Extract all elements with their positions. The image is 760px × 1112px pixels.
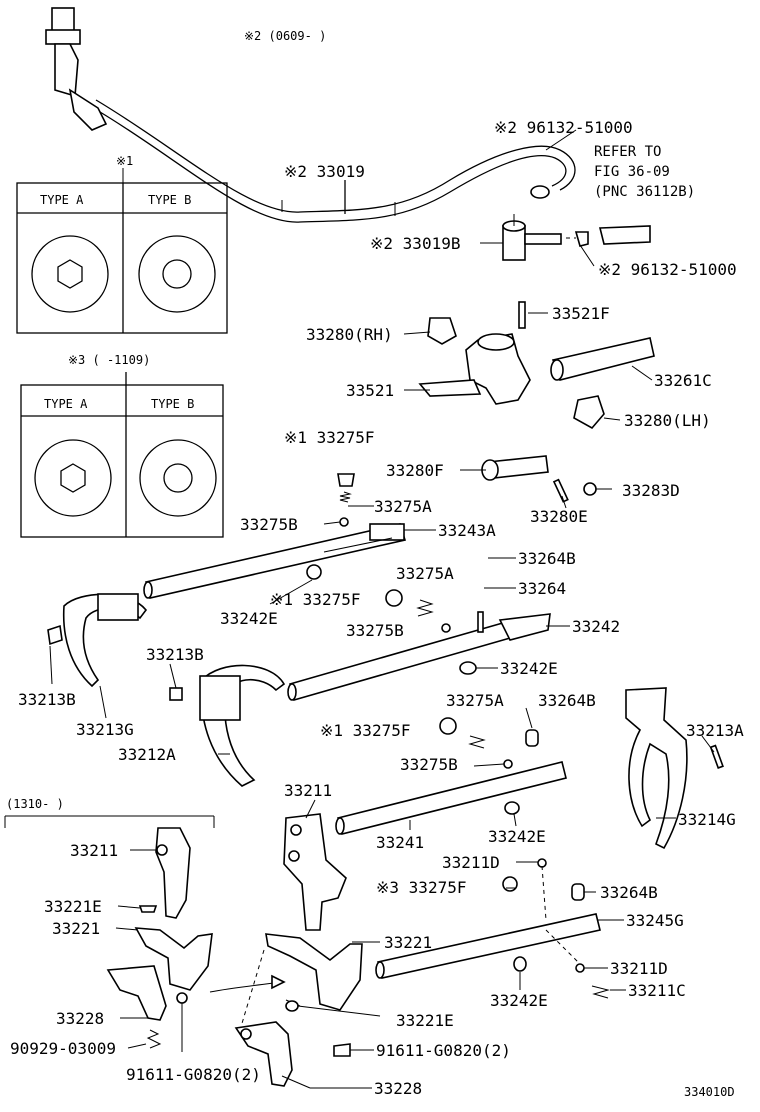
label-33521: 33521 [346,381,394,400]
valve-33019b [480,214,651,261]
label-33275f-1: ※1 33275F [284,428,374,447]
label-33213b-1: 33213B [146,645,204,664]
label-33019b: ※2 33019B [370,234,460,253]
refer-line-3: (PNC 36112B) [594,184,695,200]
refer-note: REFER TO FIG 36-09 (PNC 36112B) [594,144,695,200]
label-33521f: 33521F [552,304,610,323]
label-33221-center: 33221 [384,933,432,952]
table2-type-a: TYPE A [44,397,88,411]
label-33275b-3: 33275B [400,755,458,774]
label-91611-right: 91611-G0820(2) [376,1041,511,1060]
label-33213g: 33213G [76,720,134,739]
label-33275f-2: ※1 33275F [270,590,360,609]
label-33275f-3: ※1 33275F [320,721,410,740]
ball-spring-3 [439,717,539,769]
lever-33228 [234,1000,351,1087]
leader-lines [49,129,715,1089]
detent-parts [481,455,612,503]
shaft-33241 [335,761,567,835]
shift-housing-33521 [418,301,655,430]
label-33242e-3: 33242E [488,827,546,846]
label-33280-lh: 33280(LH) [624,411,711,430]
note-mark-1: ※1 [116,154,133,168]
ball-spring-1 [337,473,355,527]
label-33242e-1: 33242E [220,609,278,628]
label-33245g: 33245G [626,911,684,930]
label-96132-top: ※2 96132-51000 [494,118,633,137]
label-33213a: 33213A [686,721,744,740]
ball-spring-2 [306,564,477,675]
type-table-2 [20,372,224,538]
label-33264: 33264 [518,579,566,598]
label-91611-left: 91611-G0820(2) [126,1065,261,1084]
type-table-labels: TYPE A TYPE B TYPE A TYPE B [40,193,194,411]
label-90929-03009: 90929-03009 [10,1039,116,1058]
table2-type-b: TYPE B [151,397,194,411]
shaft-33245g [375,858,610,999]
label-33264b-1: 33264B [518,549,576,568]
inset-1310 [4,815,286,1052]
label-33283d: 33283D [622,481,680,500]
label-33214g: 33214G [678,810,736,829]
label-33275f-4: ※3 33275F [376,878,466,897]
label-33221e-1: 33221E [44,897,102,916]
label-33242e-4: 33242E [490,991,548,1010]
diagram-code: 334010D [684,1085,735,1099]
label-33242e-2: 33242E [500,659,558,678]
refer-line-2: FIG 36-09 [594,164,670,180]
note-date-1310: (1310- ) [6,797,64,811]
label-33280-rh: 33280(RH) [306,325,393,344]
label-96132-bottom: ※2 96132-51000 [598,260,737,279]
label-33221-inset: 33221 [52,919,100,938]
type-table-1 [16,168,228,334]
label-33211d-2: 33211D [610,959,668,978]
shaft-33242 [287,611,551,701]
label-33280e: 33280E [530,507,588,526]
fork-33214g [625,687,724,850]
shaft-33243a [143,523,407,599]
label-33228-bottom: 33228 [374,1079,422,1098]
shift-head-33211 [283,813,347,931]
label-33019: ※2 33019 [284,162,365,181]
label-33275a-2: 33275A [396,564,454,583]
label-33211d-1: 33211D [442,853,500,872]
table1-type-a: TYPE A [40,193,84,207]
label-33242: 33242 [572,617,620,636]
label-33211-center: 33211 [284,781,332,800]
label-33221e-2: 33221E [396,1011,454,1030]
table1-type-b: TYPE B [148,193,191,207]
fork-33212a [169,664,286,787]
note-date-0609: ※2 (0609- ) [244,29,326,43]
label-33228-inset: 33228 [56,1009,104,1028]
label-33275b-2: 33275B [346,621,404,640]
label-33280f: 33280F [386,461,444,480]
label-33275a-1: 33275A [374,497,432,516]
label-33241: 33241 [376,833,424,852]
label-33261c: 33261C [654,371,712,390]
label-33275b-1: 33275B [240,515,298,534]
label-33212a: 33212A [118,745,176,764]
label-33211c: 33211C [628,981,686,1000]
refer-line-1: REFER TO [594,144,661,160]
label-33211-inset: 33211 [70,841,118,860]
label-33213b-2: 33213B [18,690,76,709]
part-labels: ※2 33019 ※2 96132-51000 ※2 33019B ※2 961… [10,118,744,1098]
label-33264b-3: 33264B [600,883,658,902]
fork-33213g [47,593,148,688]
note-date-1109: ※3 ( -1109) [68,353,150,367]
notes: ※2 (0609- ) ※1 ※3 ( -1109) (1310- ) [6,29,326,811]
label-33264b-2: 33264B [538,691,596,710]
lever-33221 [265,933,363,1011]
shift-cable-33019 [45,7,576,223]
label-33275a-3: 33275A [446,691,504,710]
label-33243a: 33243A [438,521,496,540]
